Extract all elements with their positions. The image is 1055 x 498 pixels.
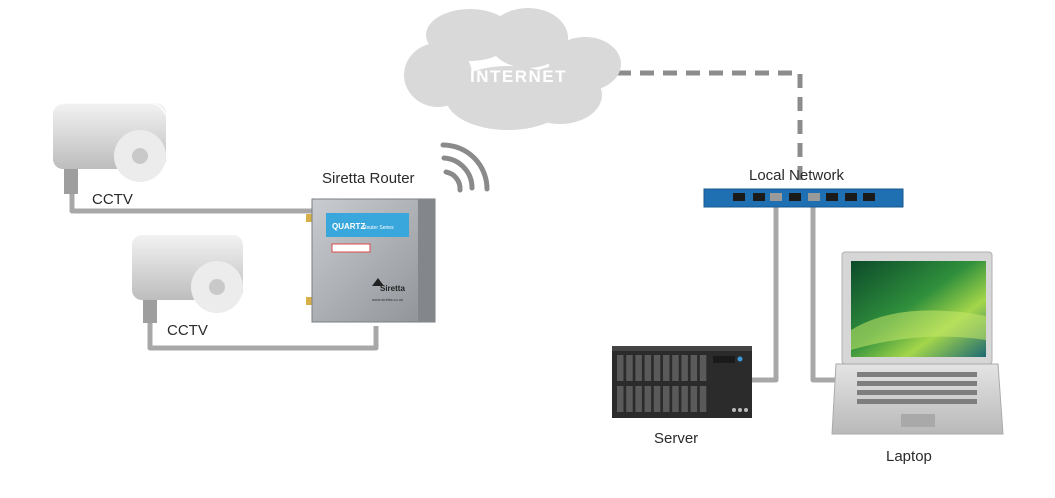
cloud-label: INTERNET xyxy=(470,67,567,86)
server-drive-bay xyxy=(663,355,670,381)
router-panel-series: Router Series xyxy=(363,225,394,231)
cctv-camera-icon xyxy=(52,102,167,194)
server-drive-bay xyxy=(681,355,688,381)
server-drive-bay xyxy=(672,355,679,381)
server-icon xyxy=(612,346,752,418)
server-drive-bay xyxy=(644,355,652,381)
server-drive-bay xyxy=(699,386,707,412)
cable-cctv1-router xyxy=(69,190,314,214)
switch-label: Local Network xyxy=(749,167,845,184)
server-drive-bay xyxy=(699,355,707,381)
server-drive-bay xyxy=(672,386,679,412)
server-drive-bay xyxy=(653,386,661,412)
server-drive-bay xyxy=(653,355,661,381)
server-drive-bay xyxy=(644,386,652,412)
server-drive-bay xyxy=(617,386,624,412)
cloud-icon xyxy=(404,8,621,130)
server-drive-bay xyxy=(681,386,688,412)
server-drive-bay xyxy=(626,386,633,412)
router-icon: QUARTZ Router Series Siretta www.siretta… xyxy=(306,198,436,323)
server-drive-bay xyxy=(663,386,670,412)
server-label: Server xyxy=(654,430,698,447)
laptop-label: Laptop xyxy=(886,448,932,465)
dashed-internet-link xyxy=(617,70,803,188)
server-drive-bay xyxy=(626,355,633,381)
server-drive-bay xyxy=(690,386,698,412)
cctv-label-1: CCTV xyxy=(92,191,133,208)
server-drive-bay xyxy=(635,355,642,381)
cctv-label-2: CCTV xyxy=(167,322,208,339)
network-switch-icon xyxy=(703,188,904,208)
server-drive-bay xyxy=(617,355,624,381)
cctv-camera-icon xyxy=(132,235,243,323)
cable-cctv2-router xyxy=(147,318,379,351)
router-panel-logo: Siretta xyxy=(380,284,405,293)
server-drive-bay xyxy=(690,355,698,381)
server-drive-bay xyxy=(635,386,642,412)
router-panel-brand: QUARTZ xyxy=(332,222,365,231)
laptop-icon xyxy=(831,251,1004,435)
wifi-signal-icon xyxy=(440,142,490,193)
router-panel-url: www.siretta.co.uk xyxy=(372,297,403,302)
router-title: Siretta Router xyxy=(322,170,415,187)
cable-switch-server xyxy=(752,200,779,383)
